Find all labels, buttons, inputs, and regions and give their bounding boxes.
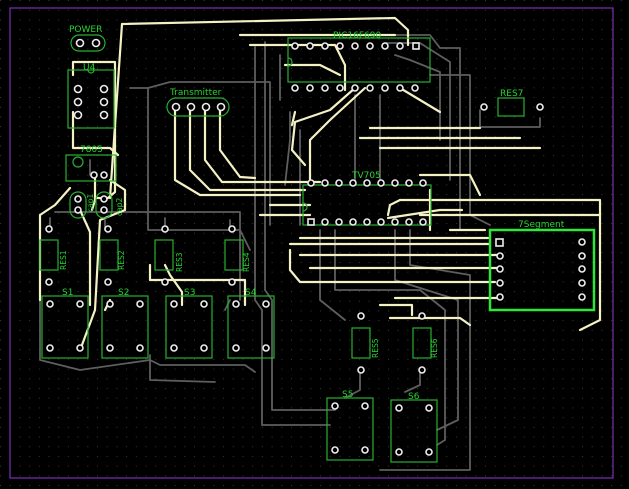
label-u4: U4 (83, 63, 96, 73)
label-cap1: cap1 (86, 194, 95, 212)
label-s3: S3 (184, 288, 195, 298)
label-res6: RES6 (430, 338, 439, 358)
label-s6: S6 (408, 392, 420, 402)
pads (45, 38, 586, 456)
label-7805: 7805 (80, 145, 103, 155)
label-res1: RES1 (59, 250, 68, 270)
top-traces (38, 16, 602, 347)
label-res3: RES3 (175, 252, 184, 272)
label-s5: S5 (342, 390, 353, 400)
label-ic2: TV705 (351, 171, 381, 181)
label-res5: RES5 (371, 338, 380, 358)
label-7segment: 7Segment (518, 220, 565, 230)
label-s2: S2 (118, 288, 129, 298)
bottom-traces (39, 34, 541, 471)
label-s4: S4 (245, 288, 257, 298)
board-edge (9, 7, 614, 479)
label-res7: RES7 (500, 89, 523, 99)
label-cap2: cap2 (115, 198, 124, 216)
label-power: POWER (69, 25, 102, 35)
label-res2: RES2 (117, 250, 126, 270)
label-s1: S1 (62, 288, 73, 298)
label-pic: PIC16F690 (333, 31, 381, 41)
label-transmitter: Transmitter (169, 88, 222, 98)
label-res4: RES4 (242, 252, 251, 272)
